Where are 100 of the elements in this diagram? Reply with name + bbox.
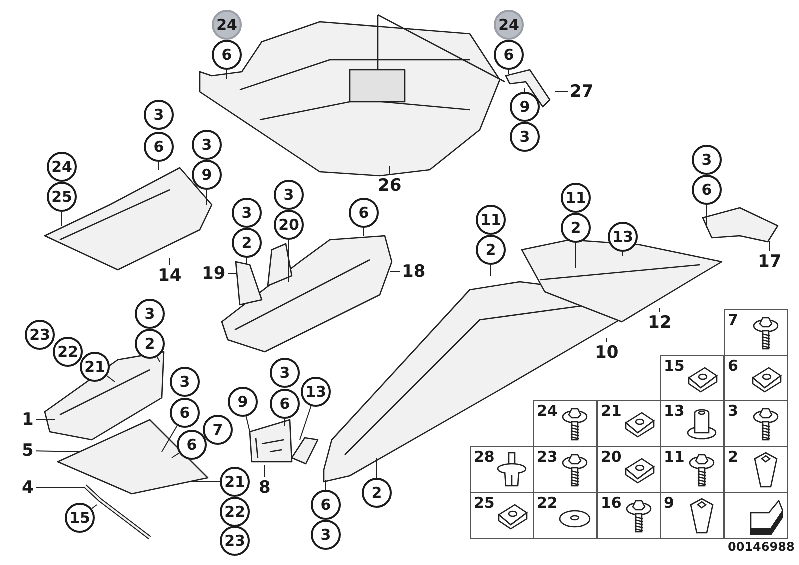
callout-number: 3 [135,299,165,329]
callout-number: 6 [144,132,174,162]
callout-number: 15 [65,503,95,533]
callout-number: 2 [561,213,591,243]
part-number: 10 [595,343,619,363]
callout-number: 6 [170,398,200,428]
bracket [267,243,293,287]
leader-line [606,338,608,342]
callout-number: 7 [203,415,233,445]
callout-number: 3 [144,100,174,130]
part-number: 15 [664,357,685,375]
leader-line [376,458,378,478]
callout-number: 11 [476,205,506,235]
leader-line [226,70,228,80]
leader-line [264,464,266,478]
part-number: 21 [601,402,622,420]
leader-line [91,504,98,510]
part-number: 17 [758,252,782,272]
part-number: 1 [22,410,34,430]
callout-number: 22 [220,497,250,527]
callout-number: 23 [220,526,250,556]
callout-number: 21 [220,467,250,497]
part-number: 26 [378,176,402,196]
part-number: 18 [402,262,426,282]
part-number: 2 [728,448,738,466]
callout-number: 11 [561,183,591,213]
callout-number: 2 [135,329,165,359]
callout-number: 9 [192,160,222,190]
callout-number: 25 [47,182,77,212]
part-number: 19 [202,264,226,284]
leader-line [158,162,160,170]
bracket [291,437,319,465]
leader-line [246,416,250,432]
callout-number: 3 [510,122,540,152]
callout-number: 3 [311,520,341,550]
part-number: 5 [22,441,34,461]
leader-line [106,376,116,382]
part-number: 4 [22,478,34,498]
leader-line [288,240,290,282]
part-number: 28 [474,448,495,466]
drawing-number: 00146988 [728,540,795,554]
callout-number: 6 [349,198,379,228]
leader-line [172,452,180,458]
leader-line [284,418,286,426]
callout-number: 6 [311,490,341,520]
bracket [702,207,779,243]
callout-number: 6 [177,430,207,460]
leader-line [36,450,80,452]
callout-number: 3 [192,130,222,160]
callout-number: 9 [510,92,540,122]
part-number: 12 [648,313,672,333]
part-number: 8 [259,478,271,498]
part-number: 27 [570,82,594,102]
leader-line [490,264,492,276]
callout-number: 13 [608,222,638,252]
part-number: 16 [601,494,622,512]
callout-number: 2 [232,228,262,258]
part-number: 3 [728,402,738,420]
part-number: 11 [664,448,685,466]
part-number: 25 [474,494,495,512]
callout-number: 13 [301,377,331,407]
callout-number: 6 [212,40,242,70]
part-number: 22 [537,494,558,512]
leader-line [206,190,208,206]
callout-number: 2 [476,235,506,265]
underbody-panel [57,419,209,495]
part-number: 23 [537,448,558,466]
callout-number: 3 [170,367,200,397]
callout-number: 20 [274,210,304,240]
leader-line [508,70,510,74]
leader-line [300,406,312,440]
callout-number: 24 [47,152,77,182]
callout-number: 3 [270,358,300,388]
part-number: 20 [601,448,622,466]
leader-line [156,356,160,362]
part-number: 9 [664,494,674,512]
callout-number: 23 [25,320,55,350]
part-number: 14 [158,266,182,286]
callout-number: 3 [232,198,262,228]
leader-line [246,258,248,264]
callout-number: 9 [228,387,258,417]
leader-line [622,252,624,256]
callout-number: 3 [692,145,722,175]
part-number: 6 [728,357,738,375]
callout-number: 21 [80,352,110,382]
leader-line [524,88,526,92]
part-number: 24 [537,402,558,420]
part-number: 7 [728,311,738,329]
callout-number: 6 [494,40,524,70]
callout-number: 2 [362,478,392,508]
callout-number: 6 [270,389,300,419]
leader-line [162,425,178,452]
callout-number: 24 [494,10,524,40]
callout-number: 24 [212,10,242,40]
callout-number: 3 [274,180,304,210]
callout-number: 22 [53,337,83,367]
leader-line [706,204,708,228]
bracket [235,261,263,306]
callout-number: 6 [692,175,722,205]
part-number: 13 [664,402,685,420]
